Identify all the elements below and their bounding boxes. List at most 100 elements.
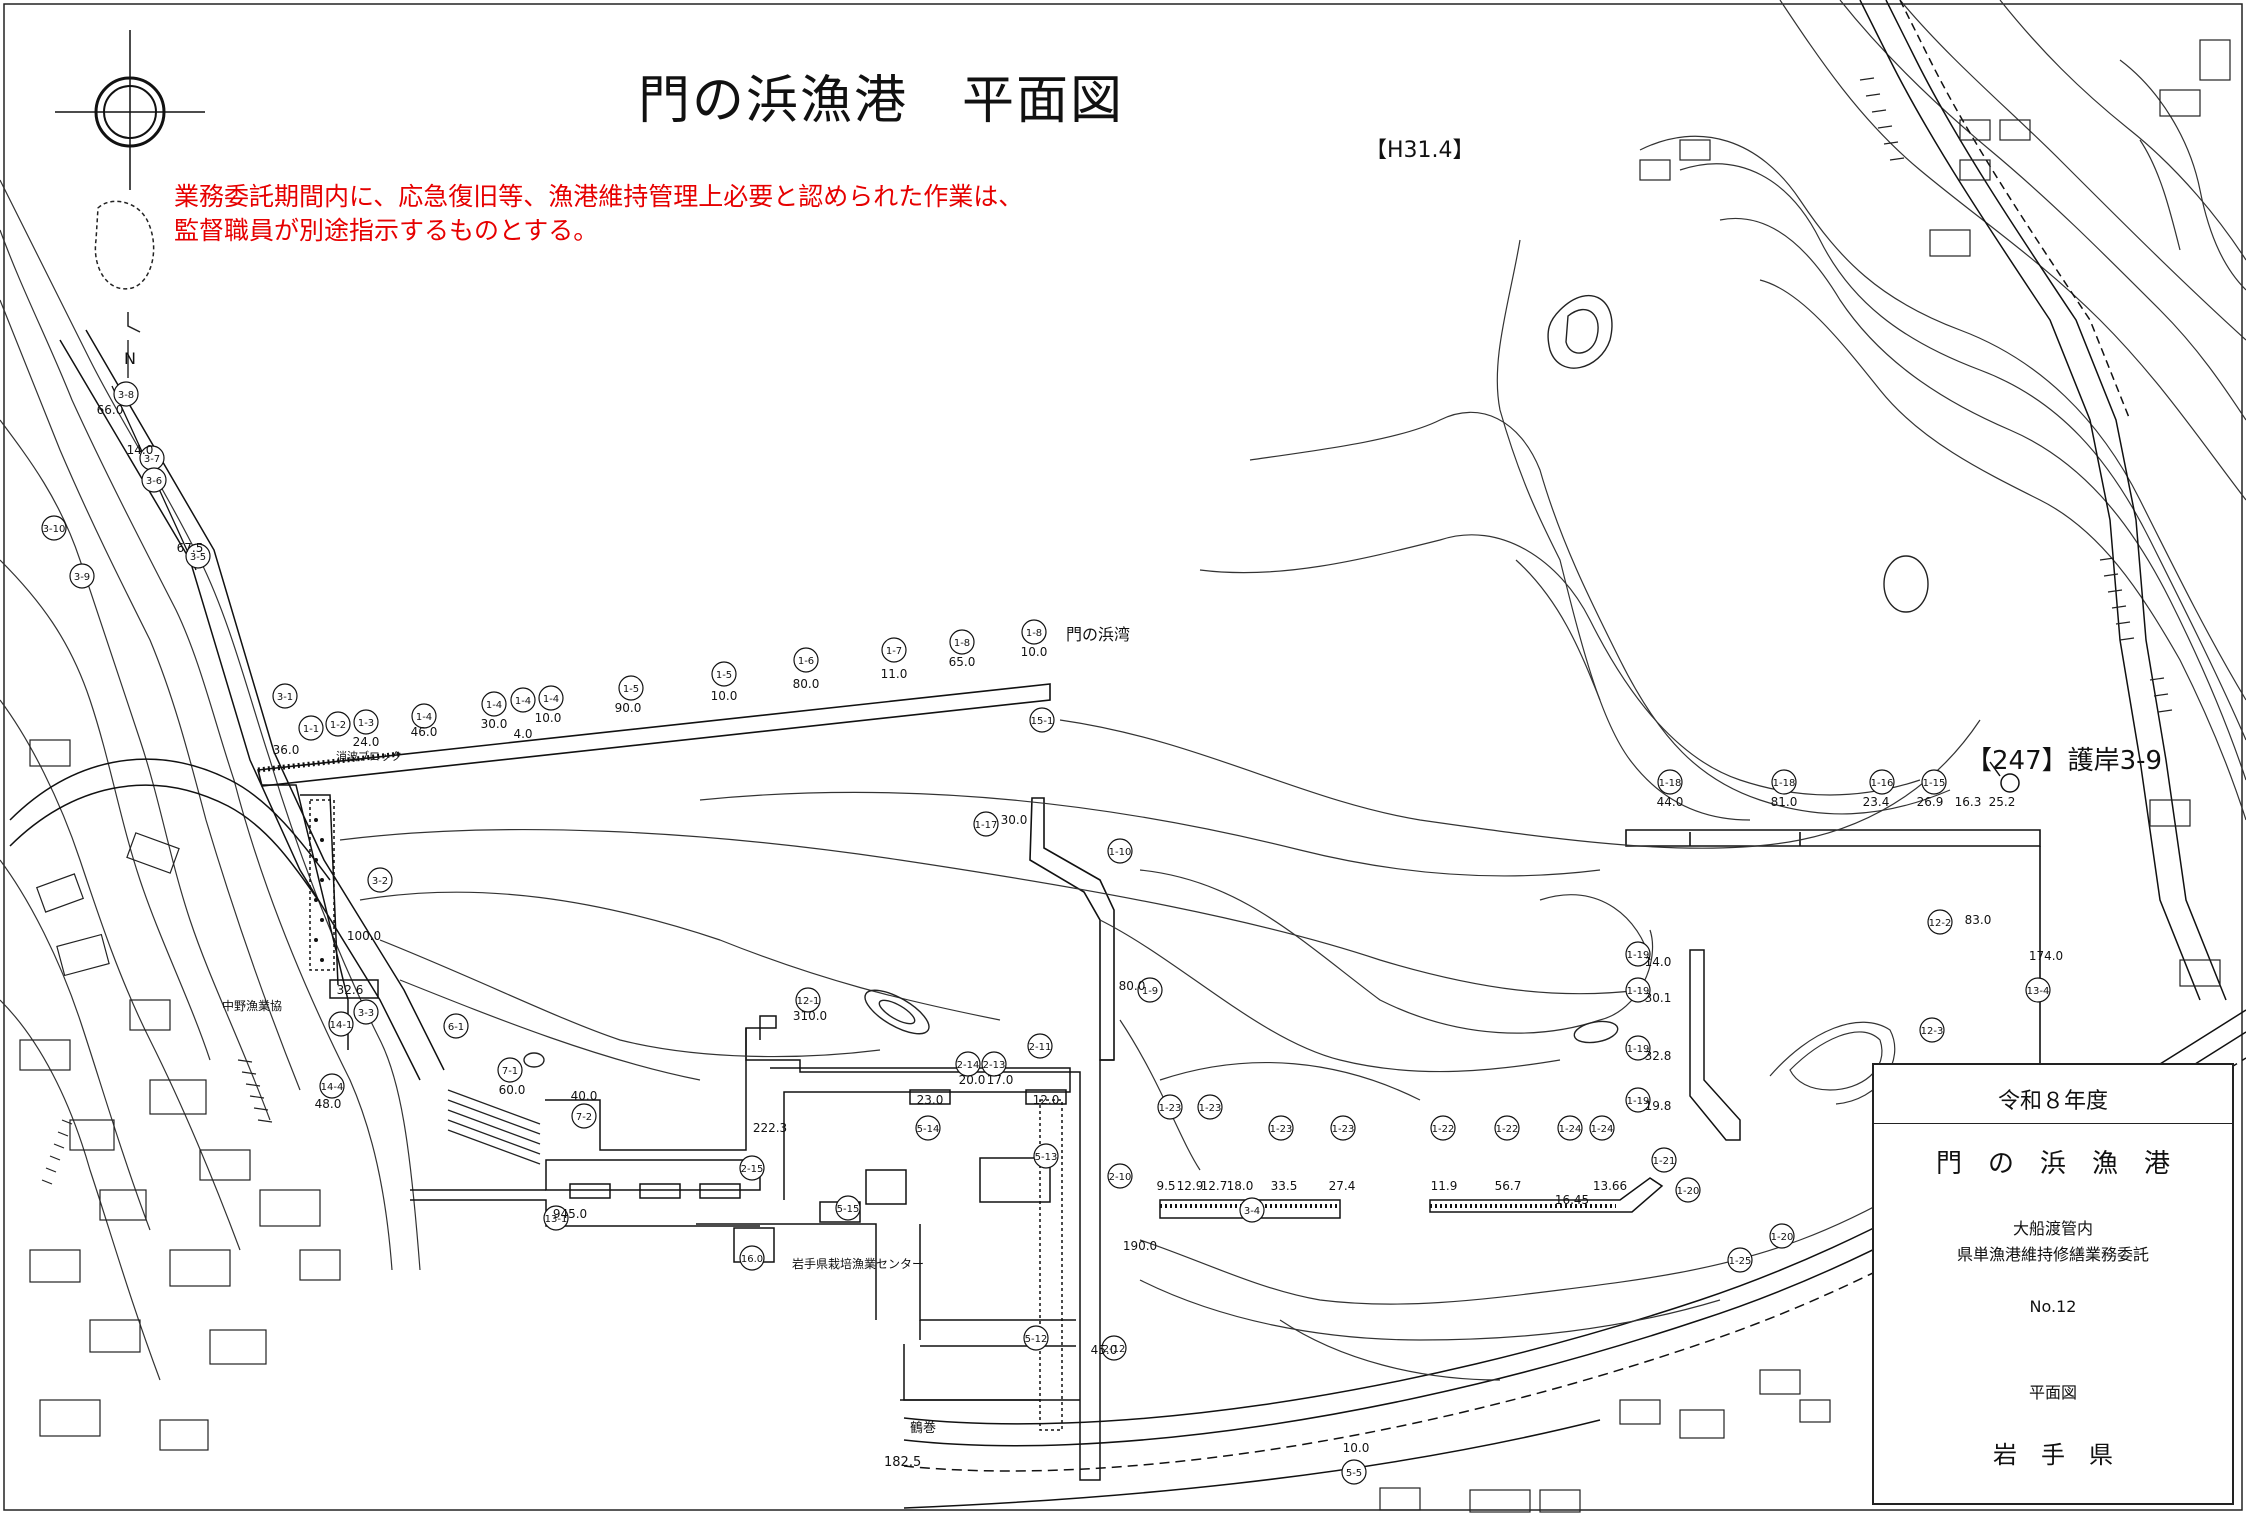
svg-text:1-23: 1-23: [1159, 1103, 1182, 1114]
svg-text:26.9: 26.9: [1917, 795, 1944, 809]
svg-text:10.0: 10.0: [711, 689, 738, 703]
svg-text:13-4: 13-4: [2027, 986, 2050, 997]
svg-text:2-12: 2-12: [1103, 1344, 1126, 1355]
svg-text:1-5: 1-5: [716, 670, 732, 681]
svg-text:1-19: 1-19: [1627, 950, 1650, 961]
depth-contours: [339, 239, 2041, 1381]
instruction-note-line-1: 業務委託期間内に、応急復旧等、漁港維持管理上必要と認められた作業は、: [174, 182, 1024, 211]
svg-text:33.5: 33.5: [1271, 1179, 1298, 1193]
instruction-note-line-2: 監督職員が別途指示するものとする。: [174, 216, 599, 245]
svg-text:80.0: 80.0: [1119, 979, 1146, 993]
slope-hatch-inner: [447, 1089, 541, 1165]
sheet-frame: [3, 3, 2243, 1511]
svg-text:32.6: 32.6: [337, 983, 364, 997]
length-labels: 36.0 24.0 46.0 30.0 4.0 10.0 90.0 10.0 8…: [97, 403, 2064, 1455]
svg-text:1-4: 1-4: [515, 696, 531, 707]
svg-text:1-9: 1-9: [1142, 986, 1158, 997]
svg-text:2-15: 2-15: [741, 1164, 764, 1175]
svg-text:12-1: 12-1: [797, 996, 820, 1007]
svg-text:12-2: 12-2: [1929, 918, 1952, 929]
svg-text:10.0: 10.0: [1021, 645, 1048, 659]
svg-text:6-1: 6-1: [448, 1022, 464, 1033]
svg-text:1-24: 1-24: [1559, 1124, 1582, 1135]
svg-text:3-1: 3-1: [277, 692, 293, 703]
instruction-note: 業務委託期間内に、応急復旧等、漁港維持管理上必要と認められた作業は、 監督職員が…: [174, 180, 1023, 248]
svg-text:14.0: 14.0: [1645, 955, 1672, 969]
svg-text:46.0: 46.0: [411, 725, 438, 739]
west-coast: [0, 179, 421, 1381]
svg-text:1-5: 1-5: [623, 684, 639, 695]
west-road: [9, 329, 445, 1081]
svg-text:2-10: 2-10: [1109, 1172, 1132, 1183]
title-block: 令和８年度 門 の 浜 漁 港 大船渡管内 県単漁港維持修繕業務委託 No.12…: [1872, 1063, 2234, 1505]
south-buildings: [1379, 1369, 1831, 1513]
svg-text:1-4: 1-4: [486, 700, 502, 711]
svg-text:1-18: 1-18: [1773, 778, 1796, 789]
svg-text:1-8: 1-8: [954, 638, 970, 649]
northeast-hills: [1639, 0, 2246, 821]
elevation-label: 182.5: [884, 1455, 921, 1470]
svg-text:2-11: 2-11: [1029, 1042, 1052, 1053]
svg-text:1-23: 1-23: [1332, 1124, 1355, 1135]
svg-text:3-4: 3-4: [1244, 1206, 1260, 1217]
svg-text:16.0: 16.0: [741, 1254, 763, 1265]
svg-text:27.4: 27.4: [1329, 1179, 1356, 1193]
west-buildings: [19, 739, 341, 1451]
svg-text:5-12: 5-12: [1025, 1334, 1048, 1345]
svg-text:10.0: 10.0: [535, 711, 562, 725]
north-label: N: [124, 349, 136, 368]
svg-text:3-2: 3-2: [372, 876, 388, 887]
svg-text:45.0: 45.0: [1091, 1343, 1118, 1357]
svg-text:32.8: 32.8: [1645, 1049, 1672, 1063]
rock-features: [523, 294, 1929, 1068]
north-breakwater: [257, 683, 1051, 787]
svg-text:5-14: 5-14: [917, 1124, 940, 1135]
title-block-prefecture: 岩 手 県: [1993, 1441, 2113, 1469]
svg-text:3-8: 3-8: [118, 390, 134, 401]
svg-text:1-23: 1-23: [1199, 1103, 1222, 1114]
title-block-number: No.12: [2029, 1297, 2077, 1316]
svg-text:1-4: 1-4: [416, 712, 432, 723]
svg-text:14-1: 14-1: [330, 1020, 353, 1031]
svg-text:1-7: 1-7: [886, 646, 902, 657]
svg-text:1-3: 1-3: [358, 718, 374, 729]
svg-text:25.2: 25.2: [1989, 795, 2016, 809]
svg-text:30.0: 30.0: [1001, 813, 1028, 827]
title-block-divider: [1874, 1123, 2232, 1124]
svg-text:1-1: 1-1: [303, 724, 319, 735]
svg-text:19.8: 19.8: [1645, 1099, 1672, 1113]
northeast-buildings: [1639, 39, 2231, 987]
svg-text:7-2: 7-2: [576, 1112, 592, 1123]
svg-text:10.0: 10.0: [1343, 1441, 1370, 1455]
place-label: 鶴巻: [910, 1420, 936, 1436]
svg-text:15-1: 15-1: [1031, 716, 1054, 727]
svg-text:1-19: 1-19: [1627, 1044, 1650, 1055]
svg-text:48.0: 48.0: [315, 1097, 342, 1111]
compass-icon: [55, 30, 205, 190]
svg-text:23.0: 23.0: [917, 1093, 944, 1107]
svg-text:2-13: 2-13: [983, 1060, 1006, 1071]
svg-text:1-20: 1-20: [1677, 1186, 1700, 1197]
wave-block-label: 消波ブロック: [336, 749, 402, 763]
page-title: 門の浜漁港 平面図: [638, 71, 1125, 131]
svg-text:5-13: 5-13: [1035, 1152, 1058, 1163]
svg-text:945.0: 945.0: [553, 1207, 587, 1221]
svg-text:1-2: 1-2: [330, 720, 346, 731]
svg-text:12-3: 12-3: [1921, 1026, 1944, 1037]
svg-text:18.0: 18.0: [1227, 1179, 1254, 1193]
callout-pointer: [1989, 761, 2020, 793]
east-groin: [1689, 949, 1741, 1141]
svg-text:1-22: 1-22: [1496, 1124, 1519, 1135]
svg-text:100.0: 100.0: [347, 929, 381, 943]
bay-label: 門の浜湾: [1066, 625, 1130, 644]
svg-text:3-9: 3-9: [74, 572, 90, 583]
svg-text:66.0: 66.0: [97, 403, 124, 417]
svg-text:36.0: 36.0: [273, 743, 300, 757]
svg-text:1-18: 1-18: [1659, 778, 1682, 789]
svg-text:1-19: 1-19: [1627, 1096, 1650, 1107]
svg-text:1-21: 1-21: [1653, 1156, 1676, 1167]
svg-text:3-6: 3-6: [146, 476, 162, 487]
svg-text:1-24: 1-24: [1591, 1124, 1614, 1135]
svg-text:67.5: 67.5: [177, 541, 204, 555]
wave-block-dots: [314, 818, 324, 962]
